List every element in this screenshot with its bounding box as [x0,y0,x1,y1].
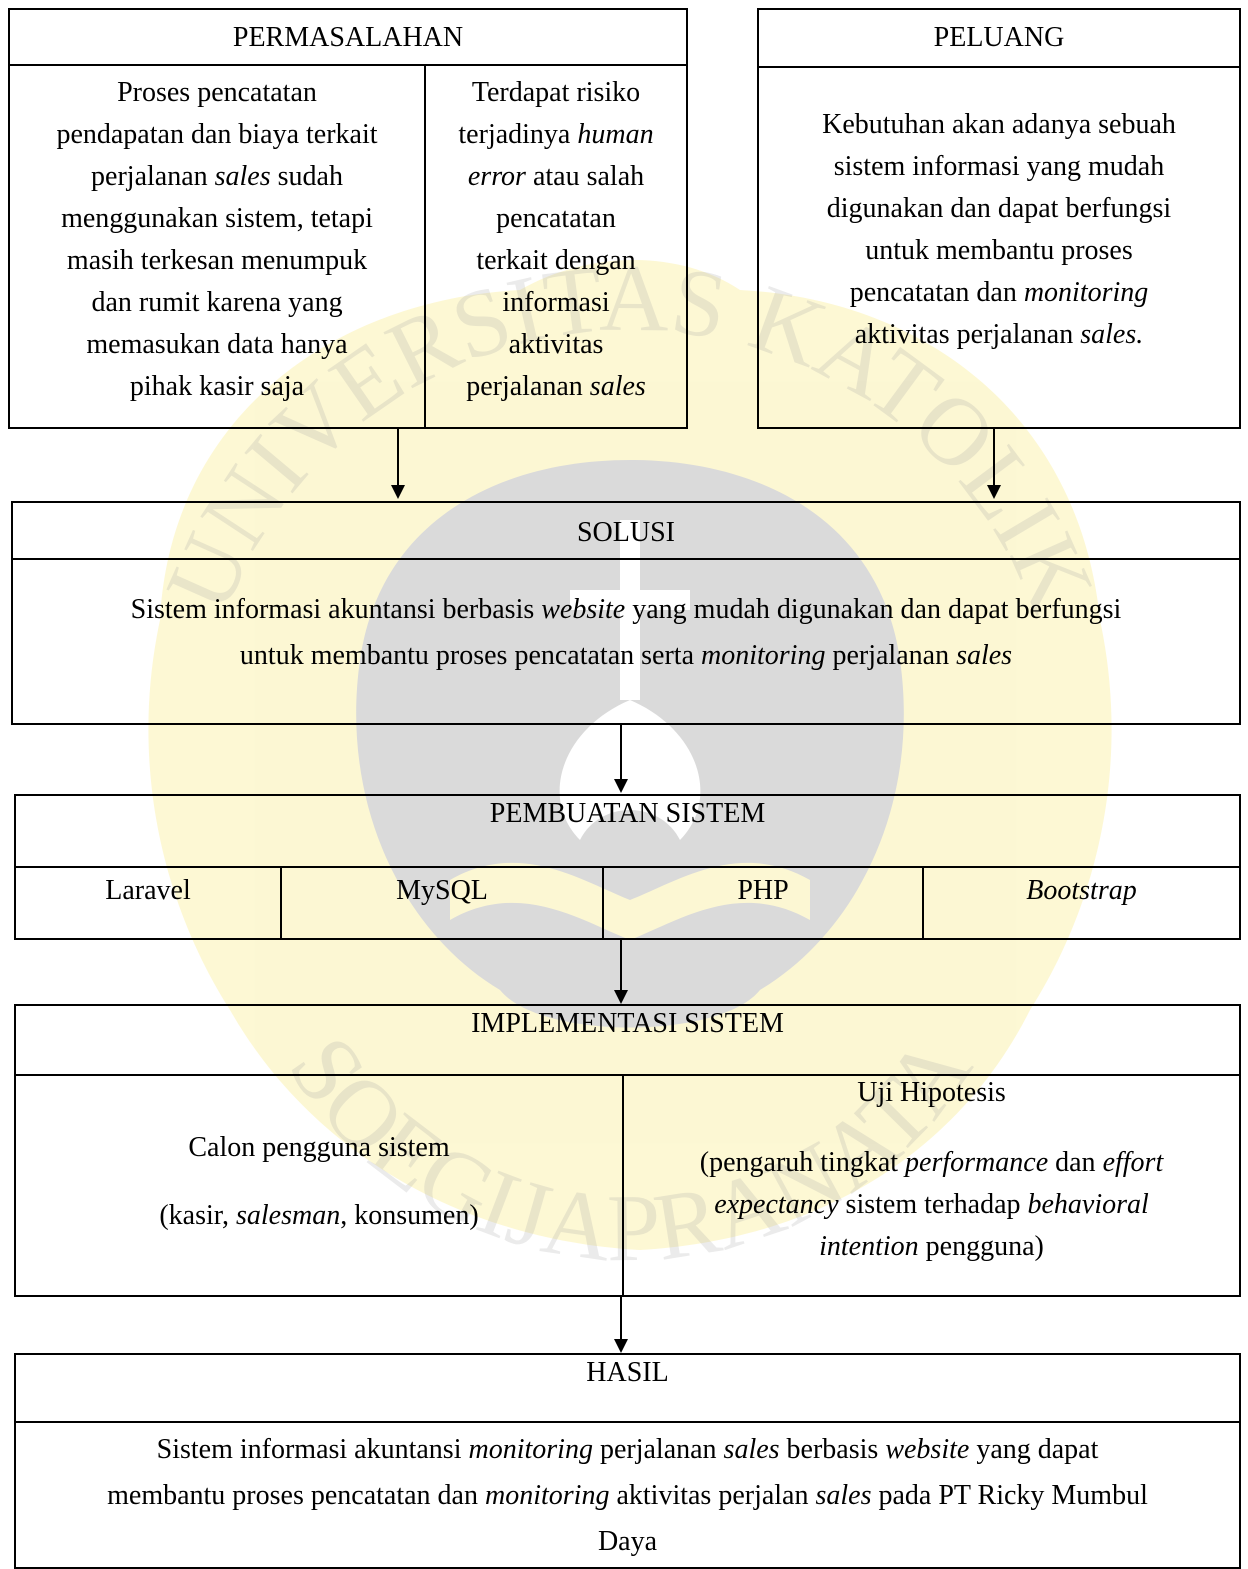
permasalahan-right-text: Terdapat risiko terjadinya human error ata… [426,72,686,408]
pembuatan-sistem-box: PEMBUATAN SISTEM Laravel MySQL PHP Boots… [14,794,1241,940]
peluang-text: Kebutuhan akan adanya sebuah sistem infor… [759,104,1239,356]
arrow-peluang-to-solusi [987,429,1001,499]
text-line: Kebutuhan akan adanya sebuah [822,109,1176,140]
text-line: dan rumit karena yang [91,287,343,318]
implementasi-sistem-header: IMPLEMENTASI SISTEM [471,1008,784,1039]
implementasi-right-text: (pengaruh tingkat performance dan effort… [624,1142,1239,1268]
peluang-header: PELUANG [933,22,1065,53]
seal-center-cross [570,520,690,700]
text-line: Sistem informasi akuntansi monitoring pe… [156,1434,1099,1465]
pembuatan-divider-3 [922,866,924,938]
text-line: pihak kasir saja [129,371,305,402]
seal-center-flame [559,700,701,840]
solusi-header-divider [13,558,1239,560]
text-line: Sistem informasi akuntansi berbasis webs… [130,594,1122,625]
text-line: Laravel [105,875,191,906]
pembuatan-sistem-header-divider [16,866,1239,868]
hasil-box: HASIL Sistem informasi akuntansi monitor… [14,1353,1241,1569]
text-line: membantu proses pencatatan dan monitorin… [107,1480,1148,1511]
text-line: Proses pencatatan [117,77,317,108]
text-line: aktivitas [508,329,604,360]
text-line: untuk membantu proses pencatatan serta m… [239,640,1013,671]
text-line: (pengaruh tingkat performance dan effort [699,1147,1164,1178]
solusi-header: SOLUSI [576,517,675,548]
hasil-header-divider [16,1421,1239,1423]
pembuatan-item-mysql: MySQL [282,870,602,912]
text-line: pendapatan dan biaya terkait [56,119,378,150]
implementasi-sistem-header-divider [16,1074,1239,1076]
arrow-implementasi-to-hasil [614,1297,628,1353]
solusi-box: SOLUSI Sistem informasi akuntansi berbas… [11,501,1241,725]
pembuatan-item-bootstrap: Bootstrap [924,870,1239,912]
permasalahan-header: PERMASALAHAN [232,22,464,53]
text-line: aktivitas perjalanan sales. [854,319,1144,350]
pembuatan-sistem-header: PEMBUATAN SISTEM [489,798,766,829]
text-line: Bootstrap [1026,875,1137,906]
text-line: pencatatan dan monitoring [849,277,1149,308]
solusi-text: Sistem informasi akuntansi berbasis webs… [13,587,1239,679]
text-line: PHP [737,875,789,906]
permasalahan-box: PERMASALAHAN Proses pencatatan pendapatan… [8,8,688,429]
text-line: (kasir, salesman, konsumen) [159,1200,479,1231]
implementasi-left-text: Calon pengguna sistem (kasir, salesman, k… [16,1114,622,1250]
arrow-pembuatan-to-implementasi [614,940,628,1004]
text-line: pencatatan [496,203,616,234]
arrow-permasalahan-to-solusi [391,429,405,499]
permasalahan-left-text: Proses pencatatan pendapatan dan biaya te… [10,72,424,408]
text-line: masih terkesan menumpuk [66,245,368,276]
hasil-text: Sistem informasi akuntansi monitoring pe… [16,1427,1239,1565]
text-line: MySQL [396,875,488,906]
text-line: expectancy sistem terhadap behavioral [714,1189,1149,1220]
text-line: intention pengguna) [819,1231,1044,1262]
peluang-box: PELUANG Kebutuhan akan adanya sebuah sist… [757,8,1241,429]
permasalahan-header-divider [10,64,686,66]
implementasi-right-title: Uji Hipotesis [857,1077,1006,1108]
text-line: digunakan dan dapat berfungsi [826,193,1172,224]
text-line: memasukan data hanya [86,329,348,360]
text-line: error atau salah [467,161,645,192]
permasalahan-column-divider [424,64,426,427]
hasil-header: HASIL [586,1357,669,1388]
text-line: terjadinya human [458,119,654,150]
pembuatan-item-laravel: Laravel [16,870,280,912]
text-line: informasi [502,287,610,318]
seal-center-waves [450,862,810,940]
peluang-header-divider [759,66,1239,68]
text-line: terkait dengan [476,245,636,276]
text-line: Daya [597,1526,658,1557]
arrow-solusi-to-pembuatan [614,725,628,793]
implementasi-sistem-box: IMPLEMENTASI SISTEM Calon pengguna siste… [14,1004,1241,1297]
text-line: perjalanan sales sudah [91,161,343,192]
implementasi-column-divider [622,1074,624,1295]
text-line: Calon pengguna sistem [188,1132,450,1163]
text-line: Terdapat risiko [471,77,641,108]
text-line: perjalanan sales [466,371,646,402]
pembuatan-divider-2 [602,866,604,938]
text-line: sistem informasi yang mudah [833,151,1165,182]
text-line: menggunakan sistem, tetapi [61,203,373,234]
pembuatan-item-php: PHP [604,870,922,912]
text-line: untuk membantu proses [865,235,1133,266]
pembuatan-divider-1 [280,866,282,938]
